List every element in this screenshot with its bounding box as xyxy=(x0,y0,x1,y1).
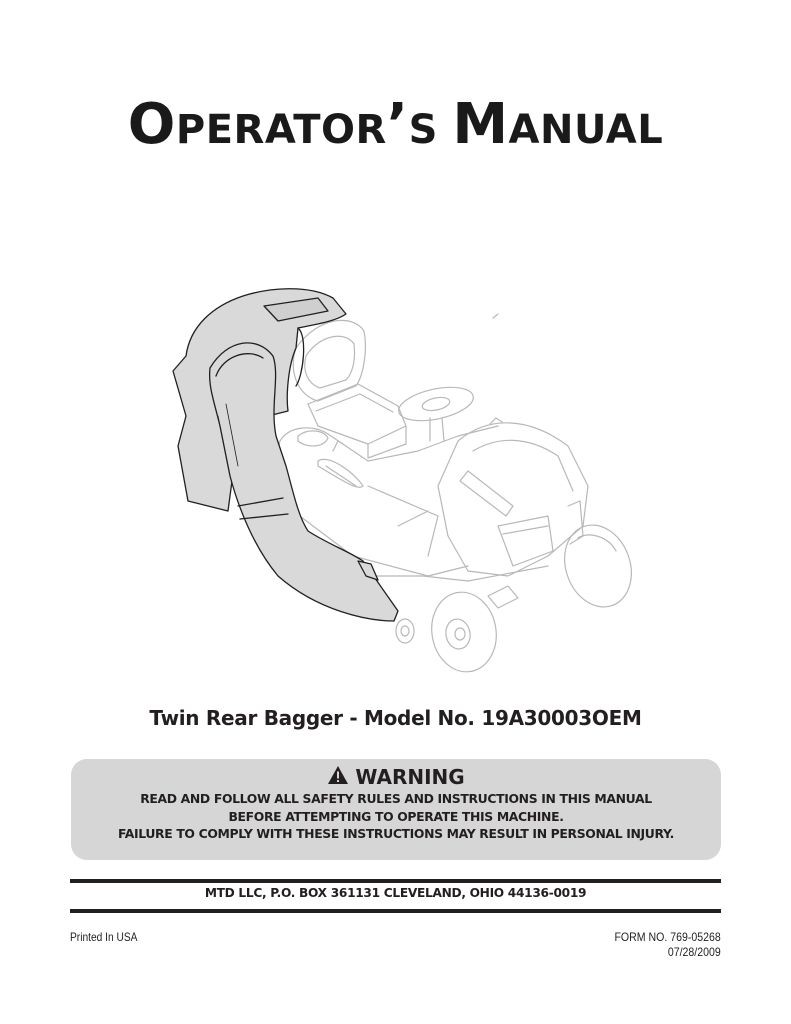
title-part: S xyxy=(408,107,453,153)
page-title: OPERATOR’S MANUAL xyxy=(0,92,791,157)
warning-box: WARNING READ AND FOLLOW ALL SAFETY RULES… xyxy=(71,759,721,860)
printed-in: Printed In USA xyxy=(70,930,138,944)
title-part: ANUAL xyxy=(508,107,664,153)
model-number-heading: Twin Rear Bagger - Model No. 19A30003OEM xyxy=(149,706,642,730)
warning-line: BEFORE ATTEMPTING TO OPERATE THIS MACHIN… xyxy=(228,808,564,824)
tractor-bagger-illustration xyxy=(168,276,638,676)
title-part: ’ xyxy=(386,92,409,157)
title-part: PERATOR xyxy=(175,107,387,153)
warning-line: READ AND FOLLOW ALL SAFETY RULES AND INS… xyxy=(140,791,652,806)
tractor-outline xyxy=(276,313,632,673)
divider-top xyxy=(70,879,721,883)
form-date: 07/28/2009 xyxy=(668,945,721,959)
form-info: FORM NO. 769-05268 07/28/2009 xyxy=(615,930,721,960)
warning-label: WARNING xyxy=(355,765,465,789)
form-number: FORM NO. 769-05268 xyxy=(614,930,721,944)
title-part: O xyxy=(127,92,176,157)
bagger-highlight xyxy=(172,288,399,622)
warning-triangle-icon xyxy=(327,765,349,790)
company-address: MTD LLC, P.O. BOX 361131 CLEVELAND, OHIO… xyxy=(204,886,587,900)
title-part: M xyxy=(452,92,509,157)
divider-bottom xyxy=(70,909,721,913)
warning-line: FAILURE TO COMPLY WITH THESE INSTRUCTION… xyxy=(118,826,674,841)
warning-heading: WARNING xyxy=(71,764,721,790)
